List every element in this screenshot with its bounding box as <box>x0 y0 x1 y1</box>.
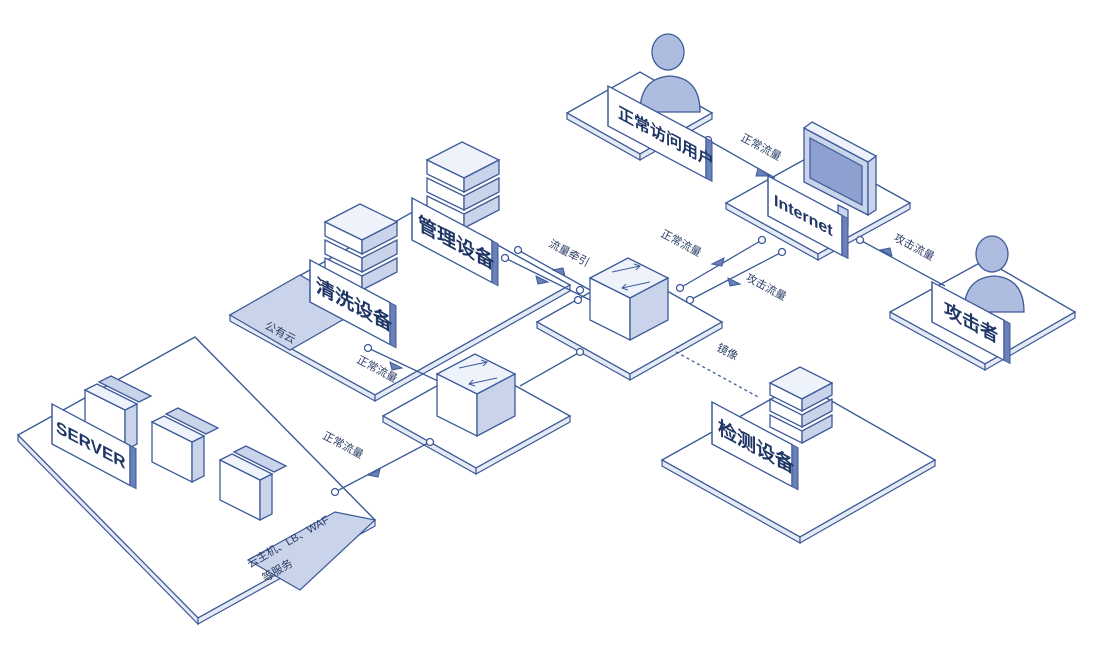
connectors <box>330 135 946 497</box>
arrow-normal-to-internet <box>755 167 772 177</box>
normal-user-icon <box>639 33 701 113</box>
flow-label-mirror: 镜像 <box>715 340 741 363</box>
arrow-attack-to-router <box>727 277 742 287</box>
flow-label-normal-1: 正常流量 <box>739 130 784 163</box>
attacker-icon <box>963 235 1025 313</box>
flow-label-redirect: 流量牵引 <box>547 236 592 269</box>
flow-label-attack-1: 攻击流量 <box>744 270 789 303</box>
flow-label-attack-2: 攻击流量 <box>892 230 937 263</box>
arrow-redirect-back <box>551 267 566 277</box>
arrow-normal-to-router <box>710 257 725 267</box>
flow-label-normal-2: 正常流量 <box>659 226 704 259</box>
server-plate <box>16 336 377 626</box>
flow-label-normal-4: 正常流量 <box>321 428 366 461</box>
public-cloud-plate <box>228 204 572 403</box>
arrow-redirect <box>535 275 550 285</box>
router-lower-icon <box>435 353 517 438</box>
server-racks-icon <box>83 375 288 522</box>
detection-device-stack <box>768 366 834 445</box>
router-central-icon <box>588 257 670 342</box>
arrow-router-to-server <box>366 468 381 478</box>
management-device-stack <box>425 141 501 230</box>
arrow-attack-to-internet <box>878 247 893 257</box>
arrow-clean-to-router <box>389 361 404 371</box>
